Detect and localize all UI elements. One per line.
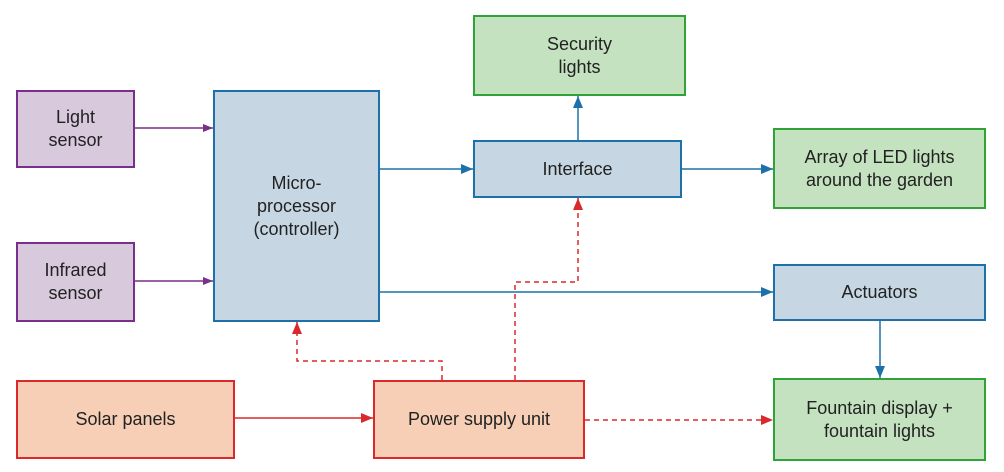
power-supply-box: Power supply unit	[373, 380, 585, 459]
security-lights-label-line2: lights	[558, 56, 601, 77]
interface-box: Interface	[473, 140, 682, 198]
infrared-sensor-box: Infrared sensor	[16, 242, 135, 322]
edge-power-to-interface	[514, 198, 583, 380]
solar-panels-label: Solar panels	[75, 409, 176, 429]
actuators-box: Actuators	[773, 264, 986, 321]
security-lights-label-line1: Security	[546, 33, 613, 54]
microprocessor-box: Micro-processor(controller)	[213, 90, 380, 322]
light-sensor-label-line1: Light	[55, 107, 96, 127]
microprocessor-label-line1: Micro-	[271, 172, 322, 193]
infrared-sensor-label-line1: Infrared	[44, 260, 107, 280]
light-sensor-label-line2: sensor	[48, 130, 103, 150]
solar-panels-box: Solar panels	[16, 380, 235, 459]
infrared-sensor-label-line2: sensor	[48, 283, 103, 303]
fountain-label-line1: Fountain display +	[806, 397, 953, 418]
power-supply-label: Power supply unit	[407, 409, 551, 429]
led-array-label-line1: Array of LED lights	[804, 146, 955, 167]
fountain-label-line2: fountain lights	[823, 420, 936, 441]
fountain-box: Fountain display +fountain lights	[773, 378, 986, 461]
actuators-label: Actuators	[841, 282, 918, 302]
light-sensor-box: Light sensor	[16, 90, 135, 168]
microprocessor-label-line3: (controller)	[253, 218, 340, 239]
interface-label: Interface	[542, 158, 613, 179]
edge-power-to-microprocessor	[292, 322, 443, 380]
microprocessor-label-line2: processor	[256, 195, 337, 216]
led-array-label-line2: around the garden	[805, 169, 954, 190]
